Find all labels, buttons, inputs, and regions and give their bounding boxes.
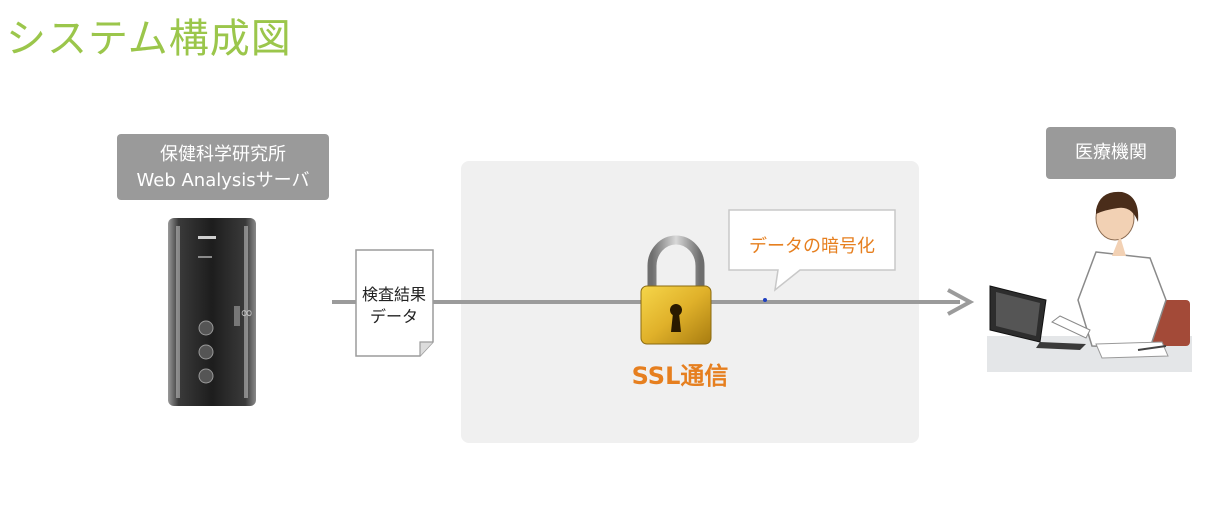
server-icon: ∞ xyxy=(168,218,256,406)
doctor-at-laptop-icon xyxy=(987,191,1192,372)
marker-dot xyxy=(763,298,767,302)
server-label-line2: Web Analysisサーバ xyxy=(136,170,310,191)
speech-callout-icon xyxy=(728,209,896,292)
server-label-line1: 保健科学研究所 xyxy=(160,144,286,165)
ssl-label: SSL通信 xyxy=(631,362,729,390)
page-title: システム構成図 xyxy=(6,16,292,62)
callout-label: データの暗号化 xyxy=(749,236,875,257)
document-label: 検査結果 データ xyxy=(355,284,433,328)
document-icon xyxy=(355,249,434,357)
document-label-line2: データ xyxy=(369,307,418,326)
padlock-icon xyxy=(640,235,712,345)
clinic-label: 医療機関 xyxy=(1046,127,1176,179)
document-label-line1: 検査結果 xyxy=(361,285,426,304)
svg-text:∞: ∞ xyxy=(240,303,253,322)
server-label: 保健科学研究所 Web Analysisサーバ xyxy=(117,134,329,200)
